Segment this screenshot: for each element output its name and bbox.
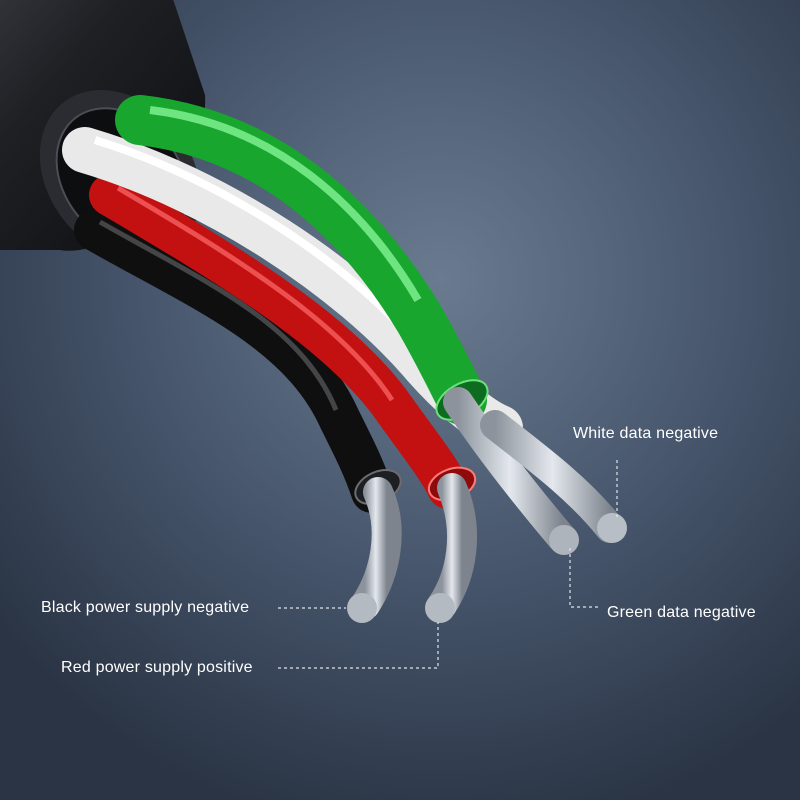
leader-lines [278,460,618,669]
green-strands [443,387,579,555]
red-strands [425,473,477,623]
black-strands [347,477,402,623]
white-data-negative-label: White data negative [573,425,719,442]
green-leader-line [569,548,598,608]
white-strands [480,410,627,543]
black-power-supply-negative-label: Black power supply negative [41,599,250,616]
red-power-supply-positive-label: Red power supply positive [61,659,253,676]
green-data-negative-label: Green data negative [607,604,756,621]
